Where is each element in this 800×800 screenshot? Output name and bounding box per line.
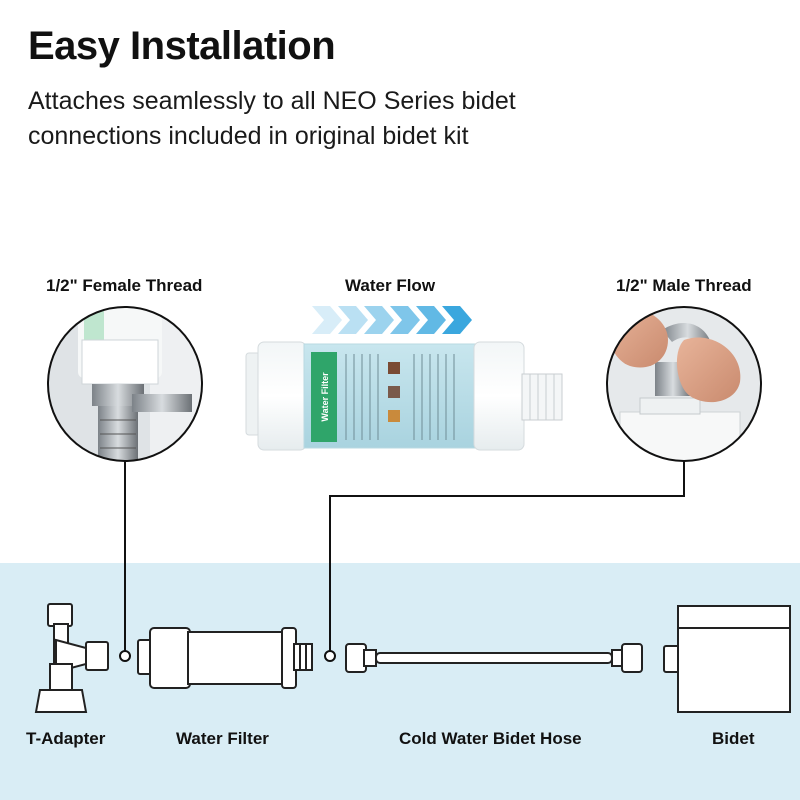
filter-drawing — [137, 627, 313, 689]
male-thread-label: 1/2" Male Thread — [616, 276, 752, 295]
connector-dot-left — [119, 650, 131, 662]
male-thread-photo — [606, 306, 762, 462]
female-thread-photo — [47, 306, 203, 462]
page-subtitle: Attaches seamlessly to all NEO Series bi… — [28, 87, 516, 150]
female-thread-label: 1/2" Female Thread — [46, 276, 203, 295]
t-adapter-drawing — [34, 603, 109, 713]
bidet-label: Bidet — [712, 729, 755, 748]
water-flow-arrows — [312, 306, 472, 334]
t-adapter-label: T-Adapter — [26, 729, 106, 748]
water-filter-label: Water Filter — [176, 729, 269, 748]
bidet-drawing — [663, 605, 791, 713]
water-filter-product: Water Filter — [245, 341, 563, 451]
page-title: Easy Installation — [28, 24, 336, 68]
filter-band-text: Water Filter — [320, 372, 330, 422]
water-flow-label: Water Flow — [345, 276, 436, 295]
connector-dot-right — [324, 650, 336, 662]
components-band — [0, 563, 800, 800]
hose-label: Cold Water Bidet Hose — [399, 729, 582, 748]
connector-lines — [124, 461, 685, 652]
hose-drawing — [345, 643, 643, 673]
